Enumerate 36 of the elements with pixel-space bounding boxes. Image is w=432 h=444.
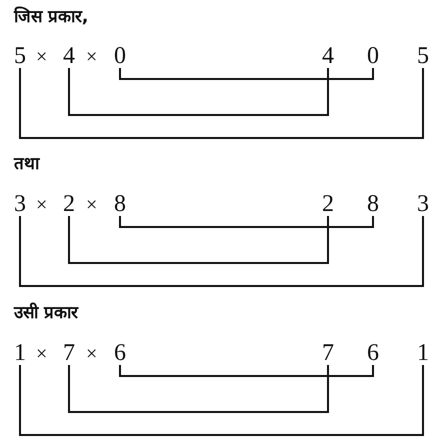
multiply-sign: ×	[86, 45, 98, 69]
multiply-sign: ×	[36, 342, 48, 366]
bracket-connector	[68, 68, 329, 116]
bracket-connector	[19, 365, 424, 436]
bracket-connector	[19, 216, 424, 287]
bracket-connector	[119, 365, 374, 377]
digit: 1	[415, 341, 431, 365]
bracket-connector	[19, 68, 424, 139]
digit: 1	[12, 341, 28, 365]
multiply-sign: ×	[36, 193, 48, 217]
digit: 7	[320, 341, 336, 365]
bracket-connector	[68, 216, 329, 264]
multiply-sign: ×	[86, 193, 98, 217]
digit: 5	[12, 44, 28, 68]
digit: 3	[12, 192, 28, 216]
digit: 0	[112, 44, 128, 68]
digit: 8	[365, 192, 381, 216]
digit: 6	[112, 341, 128, 365]
digit: 4	[61, 44, 77, 68]
digit: 6	[365, 341, 381, 365]
digit: 2	[320, 192, 336, 216]
heading-text: तथा	[14, 153, 39, 175]
digit: 4	[320, 44, 336, 68]
bracket-connector	[119, 68, 374, 80]
heading-text: जिस प्रकार,	[14, 6, 88, 28]
heading-text: उसी प्रकार	[14, 302, 78, 324]
bracket-connector	[68, 365, 329, 413]
digit: 8	[112, 192, 128, 216]
digit: 7	[61, 341, 77, 365]
multiply-sign: ×	[36, 45, 48, 69]
digit: 3	[415, 192, 431, 216]
digit: 2	[61, 192, 77, 216]
multiply-sign: ×	[86, 342, 98, 366]
digit: 5	[415, 44, 431, 68]
digit: 0	[365, 44, 381, 68]
bracket-connector	[119, 216, 374, 228]
